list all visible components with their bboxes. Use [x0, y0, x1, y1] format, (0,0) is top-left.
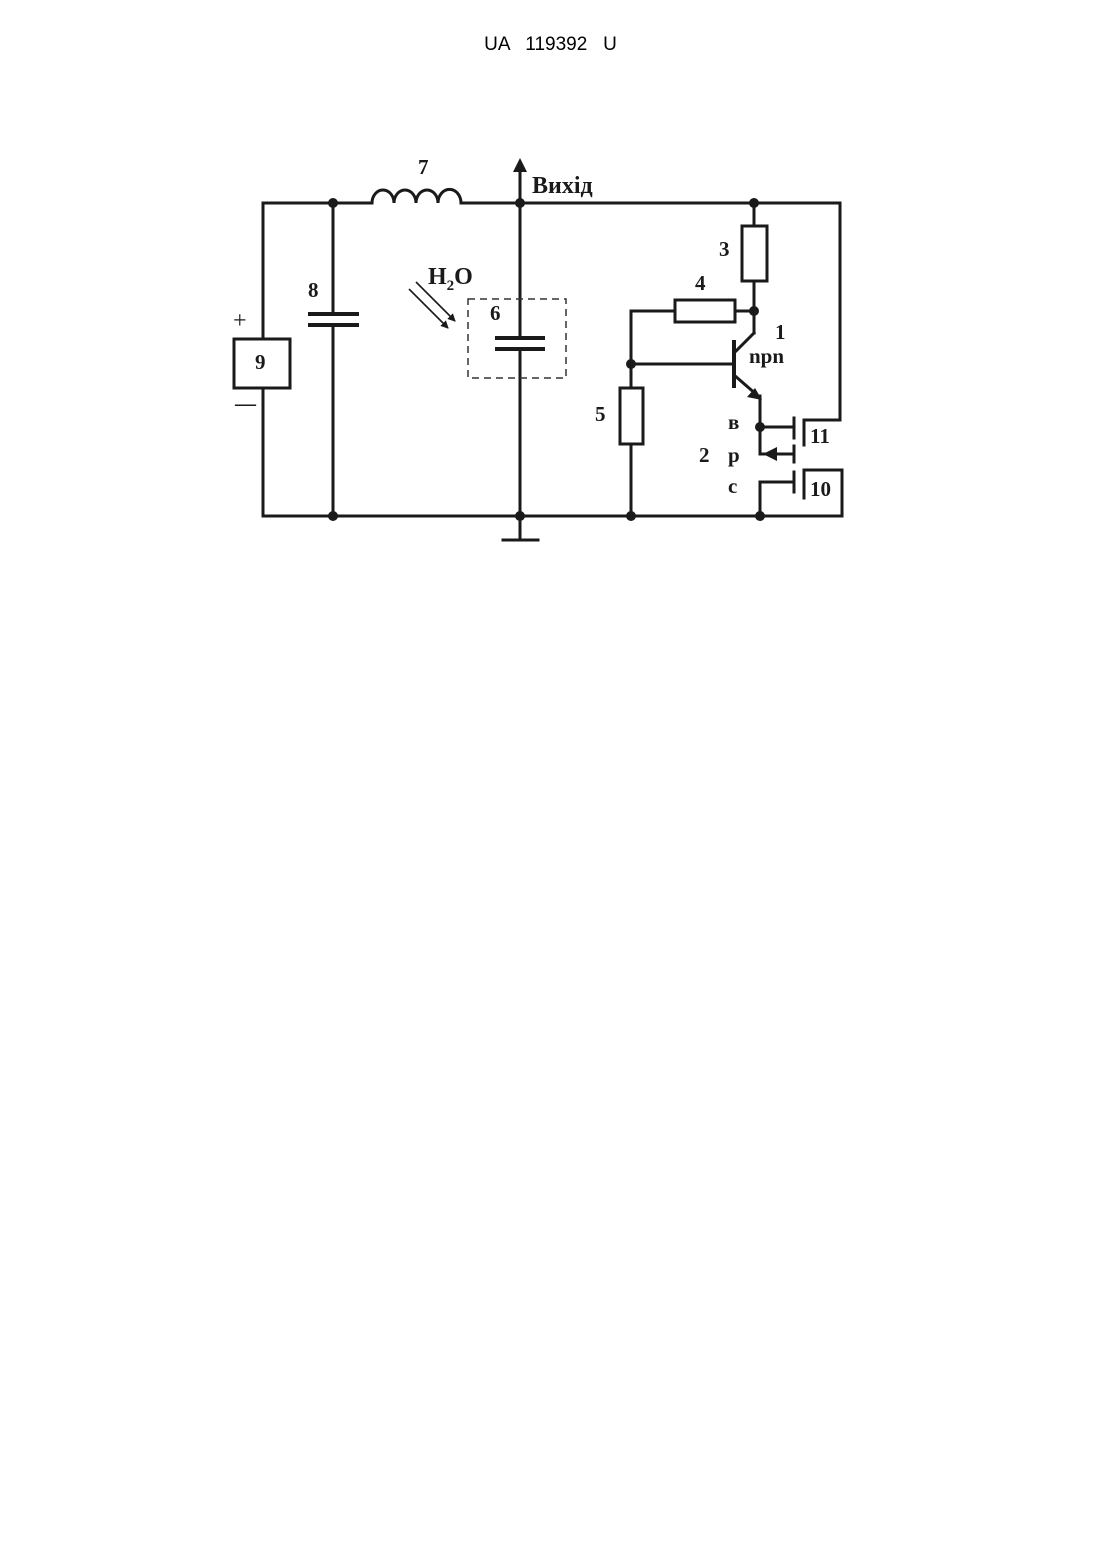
node-bottom-fet: [755, 511, 765, 521]
fet-terminal-c-label: с: [728, 474, 737, 498]
water-label: H2O: [428, 264, 473, 294]
capacitor-8-label: 8: [308, 278, 319, 302]
node-top-c8: [328, 198, 338, 208]
transistor-label: 1: [775, 320, 786, 344]
node-bottom-c6: [515, 511, 525, 521]
node-emitter: [755, 422, 765, 432]
minus-label: —: [234, 391, 257, 415]
output-arrowhead: [513, 158, 527, 172]
resistor-5: [620, 388, 643, 444]
gate-11-label: 11: [810, 424, 830, 448]
node-bottom-r5: [626, 511, 636, 521]
inductor-label: 7: [418, 155, 429, 179]
plus-label: +: [233, 308, 247, 334]
fet-source-wire: [760, 482, 794, 516]
fet-terminal-p-label: р: [728, 443, 740, 467]
resistor-3: [742, 226, 767, 281]
resistor-3-label: 3: [719, 237, 730, 261]
source-label: 9: [255, 350, 266, 374]
gate-10-label: 10: [810, 477, 831, 501]
node-bottom-c8: [328, 511, 338, 521]
fet-arrow: [763, 447, 777, 461]
fet-label: 2: [699, 443, 710, 467]
transistor-type-label: npn: [749, 344, 784, 368]
node-top-r3: [749, 198, 759, 208]
resistor-4-label: 4: [695, 271, 706, 295]
node-base: [626, 359, 636, 369]
output-label: Вихід: [532, 173, 593, 199]
right-wire: [804, 203, 840, 420]
node-collector: [749, 306, 759, 316]
inductor-coil: [372, 189, 461, 203]
sensor-capacitor-label: 6: [490, 301, 501, 325]
node-top-output: [515, 198, 525, 208]
resistor-5-label: 5: [595, 402, 606, 426]
resistor-4: [675, 300, 735, 322]
fet-terminal-b-label: в: [728, 410, 739, 434]
